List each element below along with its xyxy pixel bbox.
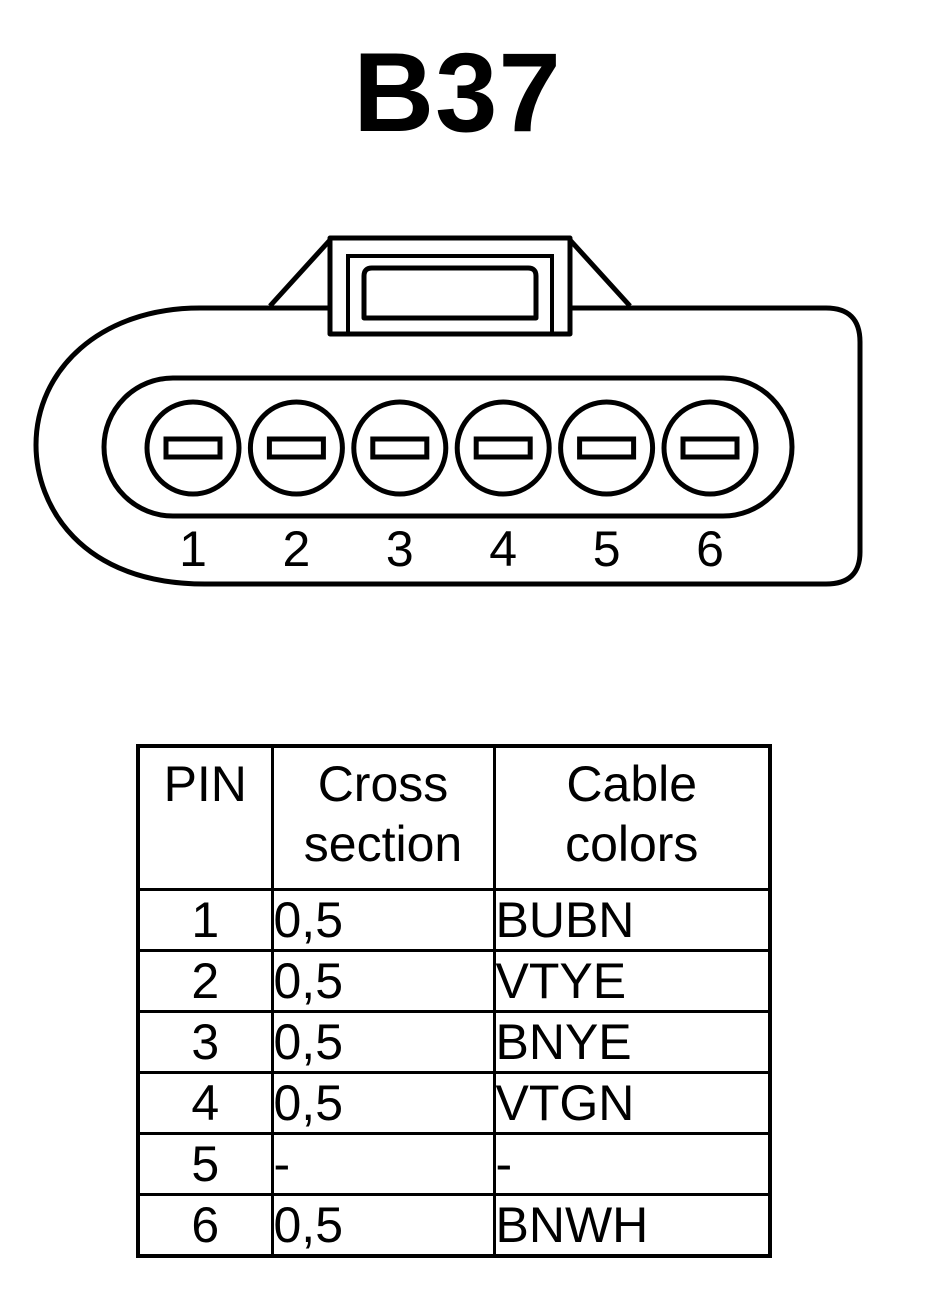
cell-cable-color: VTYE [492, 949, 772, 1013]
header-cross-section: Cross section [270, 744, 496, 891]
pin-contact-slot [680, 436, 740, 460]
pin-terminal-circle [247, 399, 345, 497]
table-row: 2 0,5 VTYE [136, 949, 772, 1013]
pin-contact-slot [266, 436, 326, 460]
table-row: 3 0,5 BNYE [136, 1010, 772, 1074]
latch-channel [346, 254, 554, 336]
pin-number-label: 1 [179, 521, 207, 577]
header-pin: PIN [136, 744, 274, 891]
cell-cable-color: BUBN [492, 888, 772, 952]
table-row: 6 0,5 BNWH [136, 1193, 772, 1258]
pin-terminals [144, 399, 759, 497]
pin-terminal-circle [661, 399, 759, 497]
header-cross-line1: Cross [317, 756, 449, 812]
pin-terminal-circle [351, 399, 449, 497]
header-color-line1: Cable [566, 756, 698, 812]
latch-ramp-right [568, 238, 632, 308]
table-row: 5 - - [136, 1132, 772, 1196]
cell-pin: 5 [136, 1132, 274, 1196]
pin-contact-slot [163, 436, 223, 460]
cell-cross-section: 0,5 [270, 888, 496, 952]
cell-pin: 3 [136, 1010, 274, 1074]
pin-assignment-table: PIN Cross section Cable colors 1 0,5 BUB… [136, 744, 772, 1258]
table-header-row: PIN Cross section Cable colors [136, 744, 772, 891]
cell-cable-color: VTGN [492, 1071, 772, 1135]
cell-pin: 2 [136, 949, 274, 1013]
pin-contact-slot [370, 436, 430, 460]
connector-housing [33, 305, 863, 587]
table-row: 1 0,5 BUBN [136, 888, 772, 952]
pin-number-label: 4 [489, 521, 517, 577]
pin-number-label: 2 [282, 521, 310, 577]
connector-title: B37 [353, 30, 562, 155]
table-row: 4 0,5 VTGN [136, 1071, 772, 1135]
header-color-line2: colors [565, 816, 699, 872]
cell-cable-color: - [492, 1132, 772, 1196]
pin-terminal-circle [454, 399, 552, 497]
header-cable-colors: Cable colors [492, 744, 772, 891]
cell-cable-color: BNYE [492, 1010, 772, 1074]
pin-number-label: 5 [593, 521, 621, 577]
cell-cross-section: - [270, 1132, 496, 1196]
header-cross-line2: section [303, 816, 463, 872]
cell-pin: 4 [136, 1071, 274, 1135]
pin-cavity [101, 375, 795, 519]
pin-terminal-circle [558, 399, 656, 497]
pin-number-label: 3 [386, 521, 414, 577]
pin-number-labels: 1 2 3 4 5 6 [179, 521, 724, 577]
cell-pin: 6 [136, 1193, 274, 1258]
pin-contact-slot [577, 436, 637, 460]
cell-cable-color: BNWH [492, 1193, 772, 1258]
latch-ramp-left [268, 238, 332, 308]
cell-cross-section: 0,5 [270, 1071, 496, 1135]
pin-number-label: 6 [696, 521, 724, 577]
latch-body [327, 235, 573, 337]
connector-diagram: 1 2 3 4 5 6 [33, 235, 863, 587]
cell-cross-section: 0,5 [270, 949, 496, 1013]
pin-terminal-circle [144, 399, 242, 497]
pin-contact-slot [473, 436, 533, 460]
header-pin-label: PIN [163, 756, 247, 812]
cell-cross-section: 0,5 [270, 1010, 496, 1074]
cell-cross-section: 0,5 [270, 1193, 496, 1258]
cell-pin: 1 [136, 888, 274, 952]
latch-window [361, 265, 539, 321]
